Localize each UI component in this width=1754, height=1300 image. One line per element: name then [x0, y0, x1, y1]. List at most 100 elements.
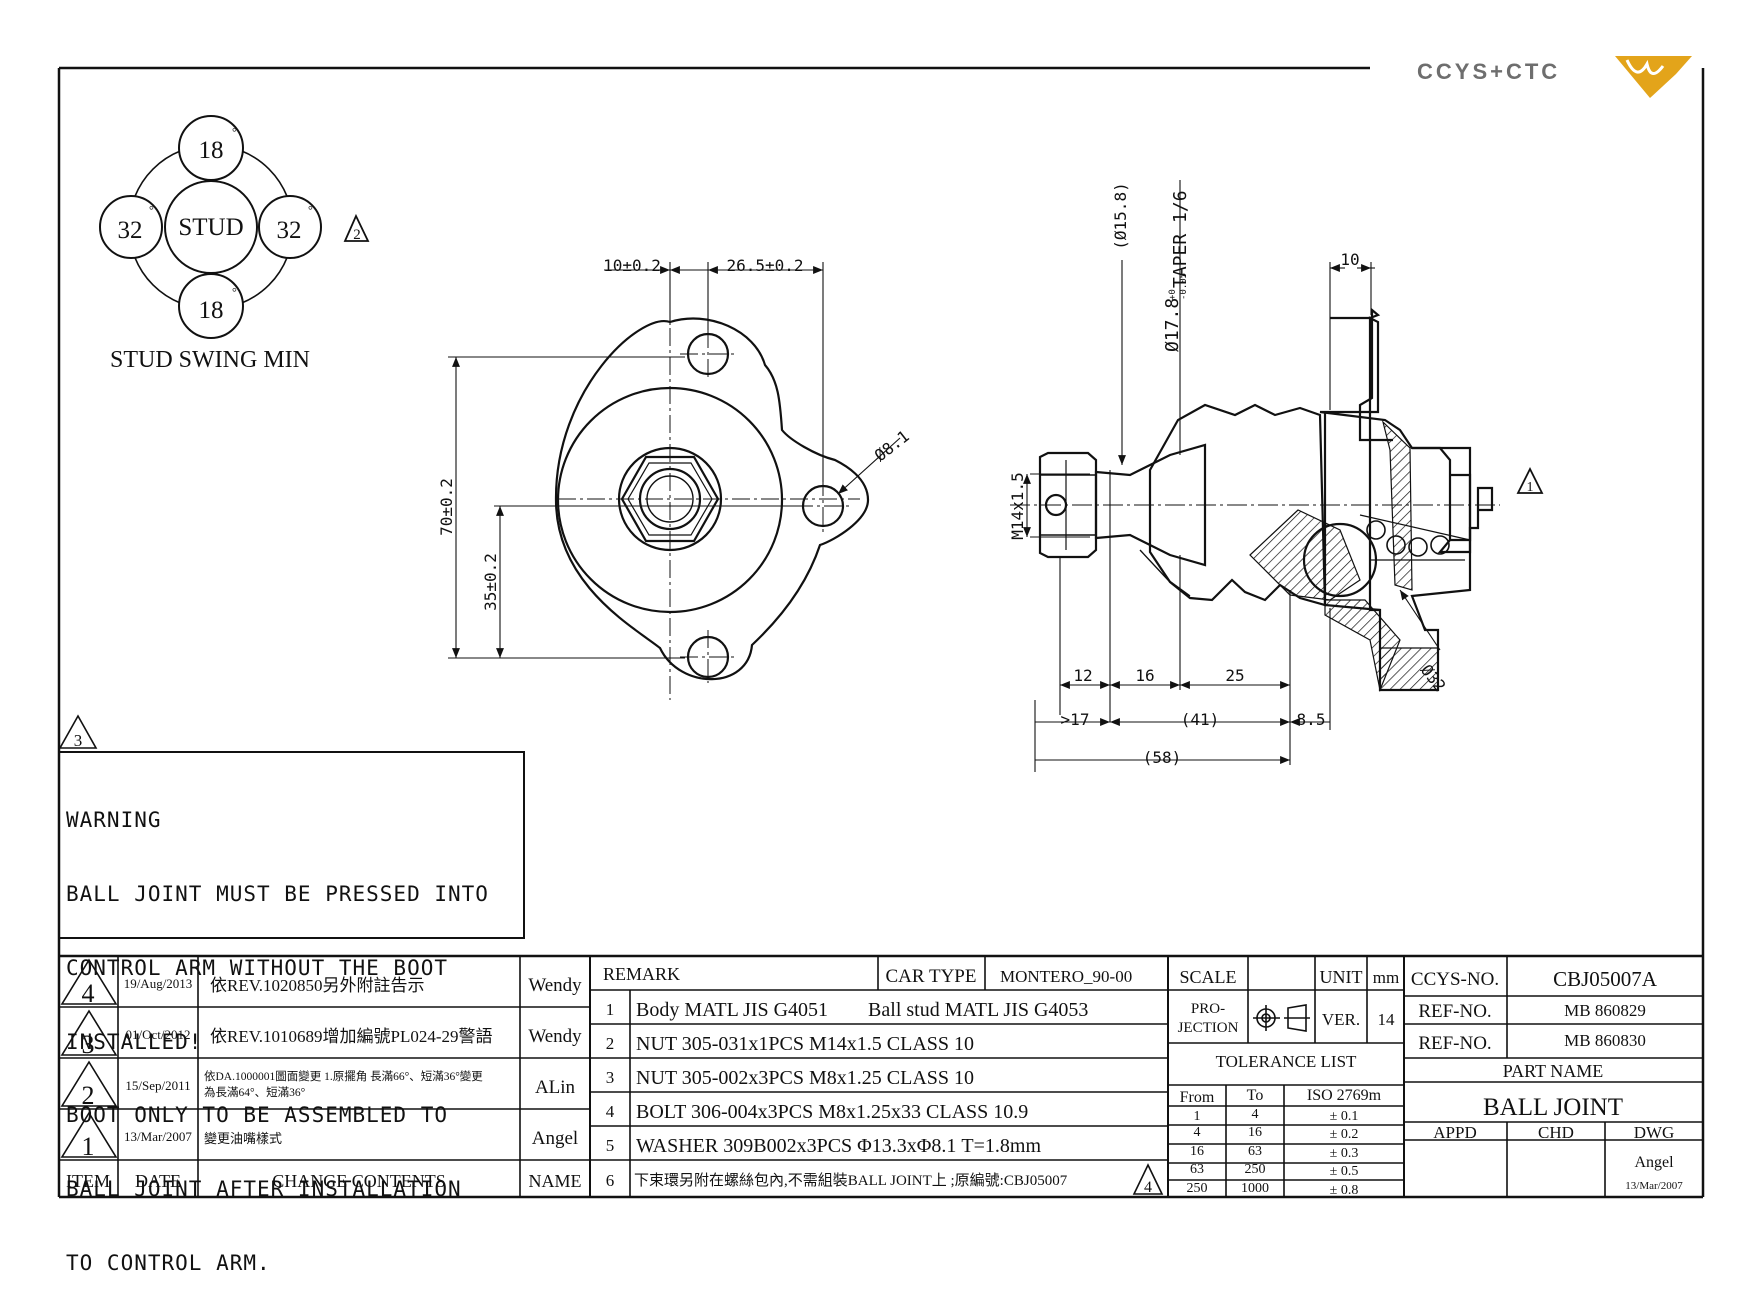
swing-rev-mark: 2 [353, 227, 361, 243]
swing-center-circle [164, 180, 258, 274]
tol-row-to: 16 [1248, 1125, 1262, 1140]
swing-degree: ° [308, 203, 313, 217]
swing-top-value: 18 [199, 137, 224, 164]
projection-label-2: JECTION [1178, 1020, 1239, 1036]
ref-no-label: REF-NO. [1418, 1001, 1491, 1022]
swing-right-circle [258, 195, 322, 259]
remark-rev-mark: 4 [1144, 1179, 1152, 1196]
ccys-no-label: CCYS-NO. [1411, 969, 1499, 990]
rev-row-date: 13/Mar/2007 [124, 1129, 192, 1144]
dim-stud-thread: M14x1.5 [1008, 472, 1027, 539]
dim-taper-tol-plus: +0 [1168, 289, 1178, 300]
rev-row-name: Angel [532, 1128, 578, 1149]
appd-label: APPD [1433, 1123, 1476, 1142]
swing-degree: ° [149, 203, 154, 217]
rev-row-item: 2 [82, 1081, 95, 1110]
rev-row-contents: 依DA.1000001圖面變更 1.原擺角 長滿66°、短滿36°變更 [204, 1069, 483, 1083]
tol-row-to: 63 [1248, 1144, 1262, 1159]
rev-row-name: Wendy [528, 975, 582, 996]
flange-outline [554, 317, 870, 681]
dim-len-41: (41) [1181, 710, 1220, 729]
warning-line: INSTALLED! [66, 1029, 203, 1054]
dust-boot [1148, 403, 1327, 607]
rev-header-contents: CHANGE CONTENTS [272, 1171, 446, 1191]
brand-logo-text: CCYS+CTC [1417, 59, 1560, 84]
rev-header-date: DATE [135, 1171, 181, 1191]
rev-row-contents: 依REV.1020850另外附註告示 [210, 976, 425, 995]
rev-row-item: 1 [82, 1132, 95, 1161]
swing-center-label: STUD [178, 214, 243, 241]
remark-text: WASHER 309B002x3PCS Φ13.3xΦ8.1 T=1.8mm [636, 1135, 1041, 1157]
rev-row-item: 4 [82, 979, 95, 1008]
warning-line: WARNING [66, 808, 162, 833]
rev-row-name: ALin [535, 1077, 576, 1098]
swing-degree: ° [232, 125, 237, 139]
tol-header-iso: ISO 2769m [1307, 1087, 1382, 1104]
dim-taper-ratio: TAPER 1/6 [1170, 190, 1191, 288]
dwg-label: DWG [1634, 1123, 1675, 1142]
ccys-no-value: CBJ05007A [1553, 967, 1658, 991]
remark-text: NUT 305-002x3PCS M8x1.25 CLASS 10 [636, 1067, 974, 1089]
remark-label: REMARK [603, 964, 680, 984]
projection-label: PRO- [1191, 1001, 1225, 1017]
rev-triangle-3-icon [58, 714, 98, 749]
tol-row-from: 4 [1194, 1125, 1201, 1140]
warning-line: BALL JOINT AFTER INSTALLATION [66, 1177, 462, 1202]
rev-row-contents: 依REV.1010689增加編號PL024-29警語 [210, 1027, 493, 1046]
drawn-date: 13/Mar/2007 [1625, 1180, 1683, 1192]
tol-row-to: 1000 [1241, 1181, 1269, 1196]
tol-row-to: 4 [1252, 1107, 1259, 1122]
dim-len-25: 25 [1225, 666, 1244, 685]
remark-no: 1 [606, 1000, 615, 1019]
warning-line: BALL JOINT MUST BE PRESSED INTO [66, 881, 489, 906]
tol-row-from: 250 [1187, 1181, 1208, 1196]
dim-35: 35±0.2 [481, 553, 500, 611]
warning-line: TO CONTROL ARM. [66, 1250, 271, 1275]
drawing-frame [57, 66, 1705, 1199]
unit-label: UNIT [1320, 967, 1363, 987]
stud-nut [1038, 451, 1098, 559]
side-view [1038, 307, 1494, 692]
rev-row-date: 19/Aug/2013 [124, 976, 193, 991]
stud-swing-diagram [99, 115, 370, 339]
dim-len-58: (58) [1143, 748, 1182, 767]
warning-line: CONTROL ARM WITHOUT THE BOOT [66, 955, 449, 980]
dim-len-17: >17 [1061, 710, 1090, 729]
remark-text: Body MATL JIS G4051 Ball stud MATL JIS G… [636, 999, 1088, 1021]
dim-26-5: 26.5±0.2 [726, 256, 803, 275]
tol-row-value: ± 0.2 [1330, 1127, 1359, 1142]
drawer-name: Angel [1634, 1154, 1674, 1171]
scale-label: SCALE [1179, 967, 1236, 987]
remark-text: NUT 305-031x1PCS M14x1.5 CLASS 10 [636, 1033, 974, 1055]
ref-no-label-2: REF-NO. [1418, 1033, 1491, 1054]
warning-box [58, 714, 525, 939]
brand-logo: CCYS+CTC [1417, 56, 1692, 98]
dim-hole: Ø8.1 [871, 426, 913, 465]
rev-row-date: 15/Sep/2011 [125, 1078, 190, 1093]
tol-row-value: ± 0.5 [1330, 1164, 1359, 1179]
section-hatching [1249, 420, 1439, 693]
rev-header-name: NAME [529, 1171, 582, 1191]
title-block-grid [59, 954, 1703, 1197]
tolerance-title: TOLERANCE LIST [1216, 1052, 1357, 1071]
swing-bottom-value: 18 [199, 297, 224, 324]
remark-text: 下束環另附在螺絲包內,不需組裝BALL JOINT上 ;原編號:CBJ05007 [634, 1172, 1068, 1189]
rev-row-contents: 變更油嘴樣式 [204, 1131, 282, 1146]
remark-no: 3 [606, 1068, 615, 1087]
swing-right-value: 32 [277, 217, 302, 244]
part-name-value: BALL JOINT [1483, 1094, 1623, 1121]
ver-value: 14 [1378, 1010, 1396, 1029]
remark-no: 6 [606, 1171, 615, 1190]
rev-triangle-1-icon [1516, 466, 1544, 494]
rev-row-name: Wendy [528, 1026, 582, 1047]
brand-logo-mark-icon [1615, 56, 1692, 98]
dim-70: 70±0.2 [437, 478, 456, 536]
tol-row-value: ± 0.3 [1330, 1146, 1359, 1161]
rev-row-contents-line2: 為長滿64°、短滿36° [204, 1085, 306, 1099]
unit-value: mm [1373, 968, 1399, 987]
remark-no: 4 [606, 1102, 615, 1121]
rev-row-item: 3 [82, 1030, 95, 1059]
revision-triangles [60, 958, 1164, 1195]
rev-triangle-2-icon [343, 213, 370, 242]
front-view-dimensions [448, 262, 901, 659]
